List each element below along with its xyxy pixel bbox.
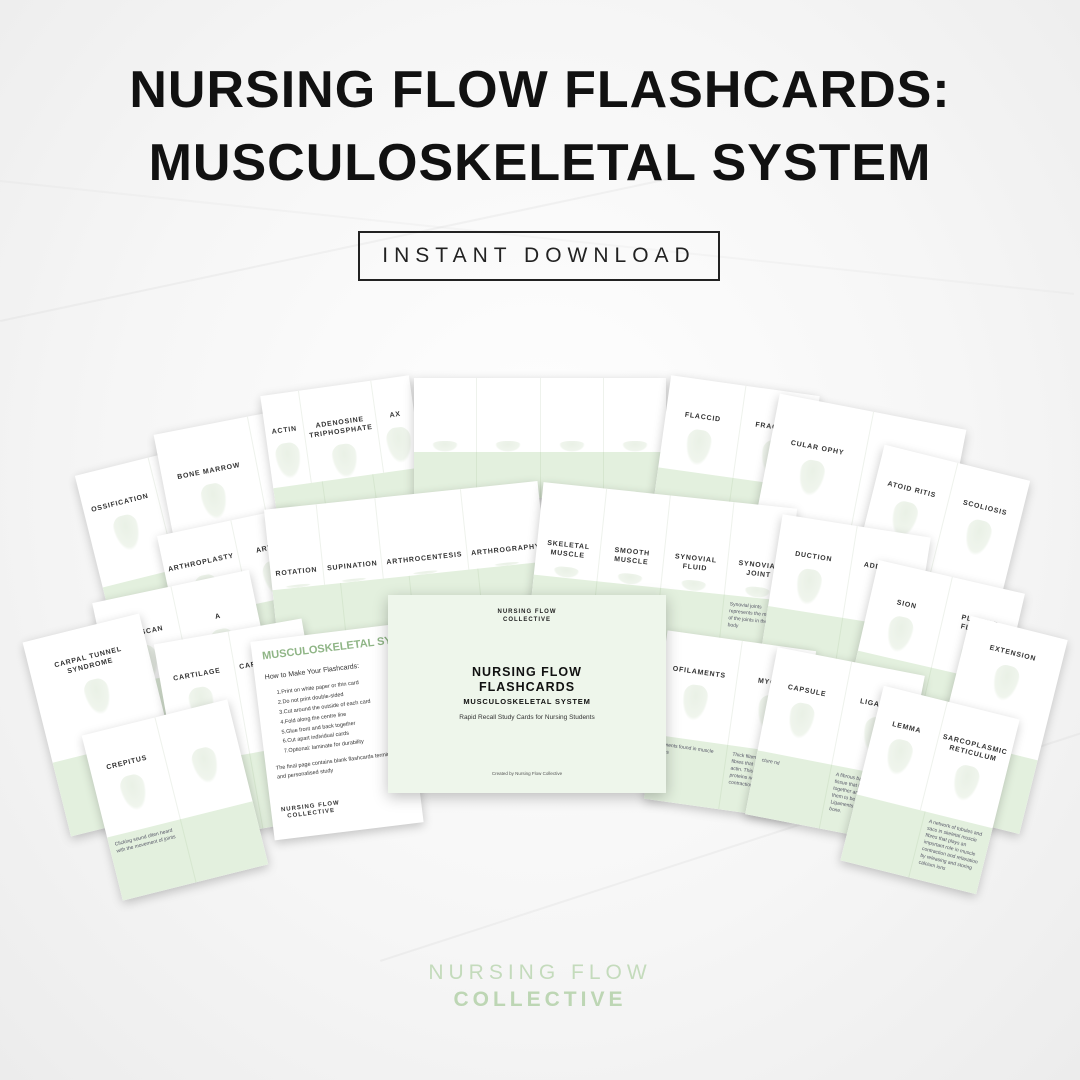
flashcard-term: FLACCID <box>684 411 722 424</box>
flashcard-term-cell: ROTATION <box>263 504 325 590</box>
flashcard-term-cell: SKELETAL MUSCLE <box>533 482 608 582</box>
footer-brand-line-1: NURSING FLOW <box>428 961 652 984</box>
flashcard-term: LEMMA <box>891 720 922 735</box>
page-title-line-1: NURSING FLOW FLASHCARDS: <box>129 61 951 119</box>
flashcard-term: SKELETAL MUSCLE <box>546 539 591 560</box>
flashcard-term-cell <box>477 378 541 453</box>
footer-brand-line-2: COLLECTIVE <box>453 988 627 1011</box>
skeleton-illustration <box>329 442 361 480</box>
flashcard-term: ADENOSINE TRIPHOSPHATE <box>308 416 374 440</box>
flashcard-term-cell: SYNOVIAL FLUID <box>661 495 735 595</box>
skeleton-illustration <box>948 762 983 804</box>
skeleton-illustration <box>117 772 152 814</box>
flashcard-term-cell <box>604 378 666 453</box>
flashcard-term: BONE MARROW <box>176 461 241 481</box>
skeleton-illustration <box>495 441 522 453</box>
flashcard-term-cell <box>541 378 604 453</box>
flashcard-term: CAPSULE <box>787 684 827 699</box>
flashcard-term-cell: SMOOTH MUSCLE <box>597 488 671 588</box>
skeleton-illustration <box>679 683 711 723</box>
flashcard-definition <box>541 452 604 498</box>
skeleton-illustration <box>432 441 459 453</box>
skeleton-illustration <box>988 662 1023 704</box>
flashcard-term-cell <box>414 378 478 453</box>
skeleton-illustration <box>273 441 304 481</box>
cover-brand: NURSING FLOW COLLECTIVE <box>497 609 557 623</box>
skeleton-illustration <box>558 441 585 453</box>
flashcard-term: ACTIN <box>271 425 298 436</box>
flashcard-term-cell: ARTHROCENTESIS <box>375 489 469 579</box>
flashcard-term-cell: ARTHROGRAPHY <box>460 481 545 569</box>
skeleton-illustration <box>795 457 828 499</box>
flashcard-term: DUCTION <box>794 550 833 564</box>
cover-subtitle: MUSCULOSKELETAL SYSTEM <box>463 697 591 706</box>
flashcard-front-row <box>414 378 666 453</box>
flashcard-term: ARTHROGRAPHY <box>470 542 541 557</box>
flashcard-sheet <box>414 378 666 498</box>
flashcard-term: ARTHROPLASTY <box>167 552 235 574</box>
flashcard-term: CARPAL TUNNEL SYNDROME <box>53 646 123 676</box>
instructions-steps: 1.Print on white paper or thin card 2.Do… <box>266 678 376 759</box>
flashcard-term-cell: ADENOSINE TRIPHOSPHATE <box>298 380 385 483</box>
skeleton-illustration <box>188 745 223 787</box>
flashcard-term-cell: OFILAMENTS <box>652 630 743 746</box>
flashcard-term: SARCOPLASMIC RETICULUM <box>942 733 1009 763</box>
flashcard-term-cell: DUCTION <box>768 514 858 618</box>
skeleton-illustration <box>883 614 917 656</box>
skeleton-illustration <box>198 481 231 522</box>
cover-title: NURSING FLOW FLASHCARDS <box>472 665 582 694</box>
skeleton-illustration <box>784 701 818 742</box>
skeleton-illustration <box>384 425 415 466</box>
cover-tagline: Rapid Recall Study Cards for Nursing Stu… <box>459 714 595 721</box>
skeleton-illustration <box>793 567 825 608</box>
flashcard-term: SUPINATION <box>326 559 378 572</box>
instructions-heading: How to Make Your Flashcards: <box>264 662 360 682</box>
flashcard-term: SCOLIOSIS <box>962 499 1008 518</box>
skeleton-illustration <box>882 736 917 779</box>
skeleton-illustration <box>621 441 648 453</box>
flashcard-term: EXTENSION <box>988 644 1037 663</box>
cover-credit: Created by Nursing Flow Collective <box>491 771 563 776</box>
flashcard-term: SYNOVIAL FLUID <box>674 553 718 573</box>
skeleton-illustration <box>110 512 145 554</box>
flashcard-term <box>195 739 203 741</box>
instructions-brand: NURSING FLOW COLLECTIVE <box>280 800 341 820</box>
flashcard-term-cell: FLACCID <box>658 375 746 478</box>
skeleton-illustration <box>80 675 115 718</box>
flashcard-term: OFILAMENTS <box>672 665 727 680</box>
flashcard-term: OSSIFICATION <box>90 492 150 514</box>
instructions-card-title: MUSCULOSKELETAL SYS <box>261 633 400 663</box>
skeleton-illustration <box>960 517 995 559</box>
flashcard-term: SION <box>895 599 918 611</box>
flashcard-term: AX <box>389 410 402 420</box>
page-title-line-2: MUSCULOSKELETAL SYSTEM <box>148 134 932 192</box>
flashcard-definition: cture nd <box>745 750 832 829</box>
flashcard-term: A <box>214 612 222 622</box>
flashcard-term: ROTATION <box>275 566 318 578</box>
flashcard-definition <box>477 452 541 498</box>
skeleton-illustration <box>683 428 714 468</box>
flashcard-term: ARTHROCENTESIS <box>386 550 463 566</box>
flashcard-term: CARTILAGE <box>172 667 222 683</box>
flashcard-term: CREPITUS <box>105 754 148 772</box>
flashcard-term: ATOID RITIS <box>886 480 937 500</box>
flashcard-definition <box>414 452 478 498</box>
flashcard-term: SMOOTH MUSCLE <box>613 546 651 567</box>
flashcard-term-cell: SUPINATION <box>316 497 385 585</box>
cover-card: NURSING FLOW COLLECTIVE NURSING FLOW FLA… <box>388 595 666 793</box>
instant-download-badge: INSTANT DOWNLOAD <box>358 231 720 281</box>
flashcard-term: CULAR OPHY <box>790 439 845 457</box>
